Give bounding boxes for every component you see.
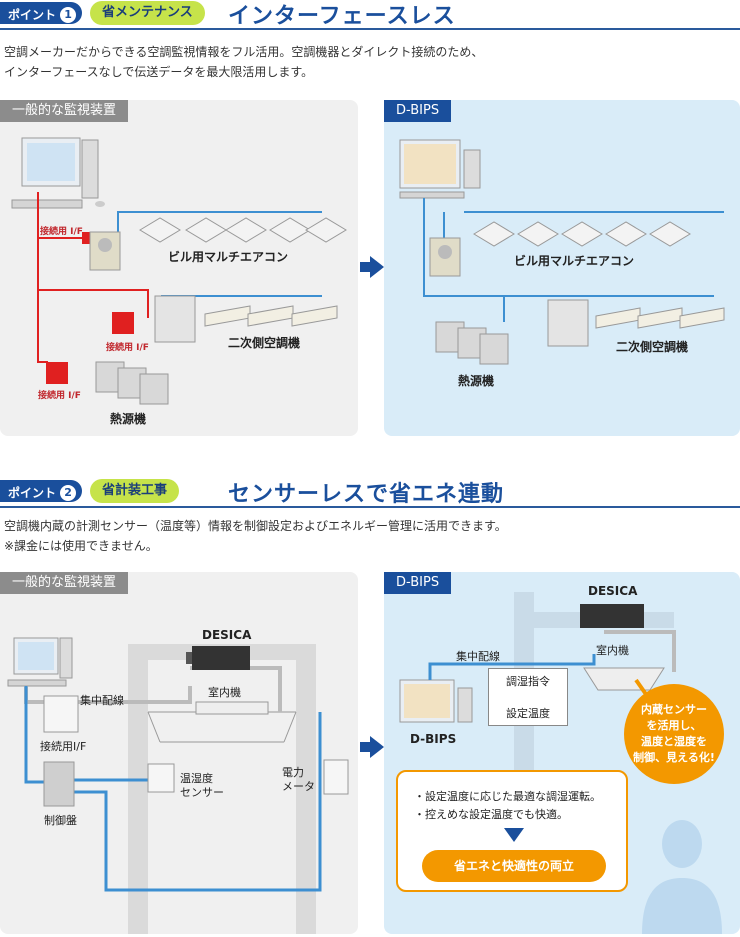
sensor-label-2: センサー bbox=[180, 786, 224, 799]
result-pill: 省エネと快適性の両立 bbox=[422, 850, 606, 882]
if-label-1: 接続用 I/F bbox=[40, 227, 83, 237]
dbips-label: D-BIPS bbox=[410, 732, 457, 746]
benefit-callout: ・設定温度に応じた最適な調湿運転。 ・控えめな設定温度でも快適。 省エネと快適性… bbox=[396, 770, 628, 892]
dbips-panel-2: D-BIPS DESICA 集中配線 室内機 D-BIPS 調湿指令 設定温度 … bbox=[384, 572, 740, 934]
if-label-3: 接続用 I/F bbox=[38, 391, 81, 401]
desica-label: DESICA bbox=[202, 628, 252, 642]
panel-label: 一般的な監視装置 bbox=[0, 572, 129, 594]
section2-desc-1: 空調機内蔵の計測センサー（温度等）情報を制御設定およびエネルギー管理に活用できま… bbox=[4, 519, 507, 533]
multi-aircon-label: ビル用マルチエアコン bbox=[514, 254, 635, 268]
down-arrow-icon bbox=[504, 828, 524, 842]
panel-label: D-BIPS bbox=[384, 100, 452, 122]
section-title: センサーレスで省エネ連動 bbox=[228, 482, 505, 507]
pc-icon bbox=[11, 137, 105, 209]
meter-label-1: 電力 bbox=[282, 766, 304, 779]
person-icon bbox=[642, 820, 722, 934]
callout-line-1: ・設定温度に応じた最適な調湿運転。 bbox=[414, 790, 601, 803]
indoor-unit-label: 室内機 bbox=[596, 644, 629, 657]
heat-source-label: 熱源機 bbox=[110, 412, 147, 426]
desica-icon bbox=[580, 604, 644, 628]
set-temp-label: 設定温度 bbox=[506, 707, 550, 720]
arrow-right-icon bbox=[360, 736, 384, 758]
sensor-label-1: 温湿度 bbox=[180, 772, 213, 785]
dbips-diagram bbox=[399, 139, 725, 365]
general-monitor-diagram-2 bbox=[7, 637, 349, 934]
indoor-unit-label: 室内機 bbox=[208, 686, 241, 699]
central-wiring-label: 集中配線 bbox=[80, 694, 124, 707]
panel-label: D-BIPS bbox=[384, 572, 452, 594]
section2-desc-2: ※課金には使用できません。 bbox=[4, 539, 158, 553]
central-wiring-label: 集中配線 bbox=[456, 650, 500, 663]
section1-header: ポイント 1 省メンテナンス インターフェースレス bbox=[0, 0, 740, 30]
general-monitor-panel: 一般的な監視装置 bbox=[0, 100, 358, 436]
point-badge: ポイント 1 bbox=[0, 2, 83, 24]
point-number: 1 bbox=[60, 6, 77, 23]
point-number: 2 bbox=[60, 484, 77, 501]
sensor-bubble: 内蔵センサー を活用し、 温度と湿度を 制御、見える化! bbox=[624, 684, 724, 784]
general-monitor-panel-2: 一般的な監視装置 DESICA 集中配線 室内機 接続用I/F 温湿度 bbox=[0, 572, 358, 934]
humidity-command-box: 調湿指令 設定温度 bbox=[488, 668, 568, 726]
if-label: 接続用I/F bbox=[40, 740, 87, 753]
section-tag: 省メンテナンス bbox=[90, 1, 205, 25]
pc-icon bbox=[7, 637, 73, 687]
multi-aircon-label: ビル用マルチエアコン bbox=[168, 250, 289, 264]
header-rule bbox=[0, 28, 740, 30]
general-monitor-diagram bbox=[11, 137, 347, 405]
panel-label: 一般的な監視装置 bbox=[0, 100, 129, 122]
control-panel-label: 制御盤 bbox=[44, 814, 77, 827]
humidity-command-label: 調湿指令 bbox=[506, 675, 550, 688]
dbips-terminal-icon bbox=[399, 679, 473, 723]
section1-desc-1: 空調メーカーだからできる空調監視情報をフル活用。空調機器とダイレクト接続のため、 bbox=[4, 45, 484, 59]
outdoor-unit-icon bbox=[89, 231, 121, 271]
dbips-panel: D-BIPS ビ bbox=[384, 100, 740, 436]
callout-line-2: ・控えめな設定温度でも快適。 bbox=[414, 808, 568, 821]
dbips-terminal-icon bbox=[399, 139, 481, 199]
section1-desc-2: インターフェースなしで伝送データを最大限活用します。 bbox=[4, 65, 314, 79]
if-label-2: 接続用 I/F bbox=[106, 343, 149, 353]
heat-source-label: 熱源機 bbox=[458, 374, 495, 388]
section-title: インターフェースレス bbox=[228, 4, 456, 29]
secondary-aircon-label: 二次側空調機 bbox=[228, 336, 301, 350]
arrow-right-icon bbox=[360, 256, 384, 278]
meter-label-2: メータ bbox=[282, 780, 315, 793]
outdoor-unit-icon bbox=[429, 237, 461, 277]
section2-header: ポイント 2 省計装工事 センサーレスで省エネ連動 bbox=[0, 478, 740, 508]
secondary-aircon-label: 二次側空調機 bbox=[616, 340, 689, 354]
desica-label: DESICA bbox=[588, 584, 638, 598]
header-rule bbox=[0, 506, 740, 508]
desica-icon bbox=[186, 646, 250, 670]
section-tag: 省計装工事 bbox=[90, 479, 180, 503]
point-badge: ポイント 2 bbox=[0, 480, 83, 502]
